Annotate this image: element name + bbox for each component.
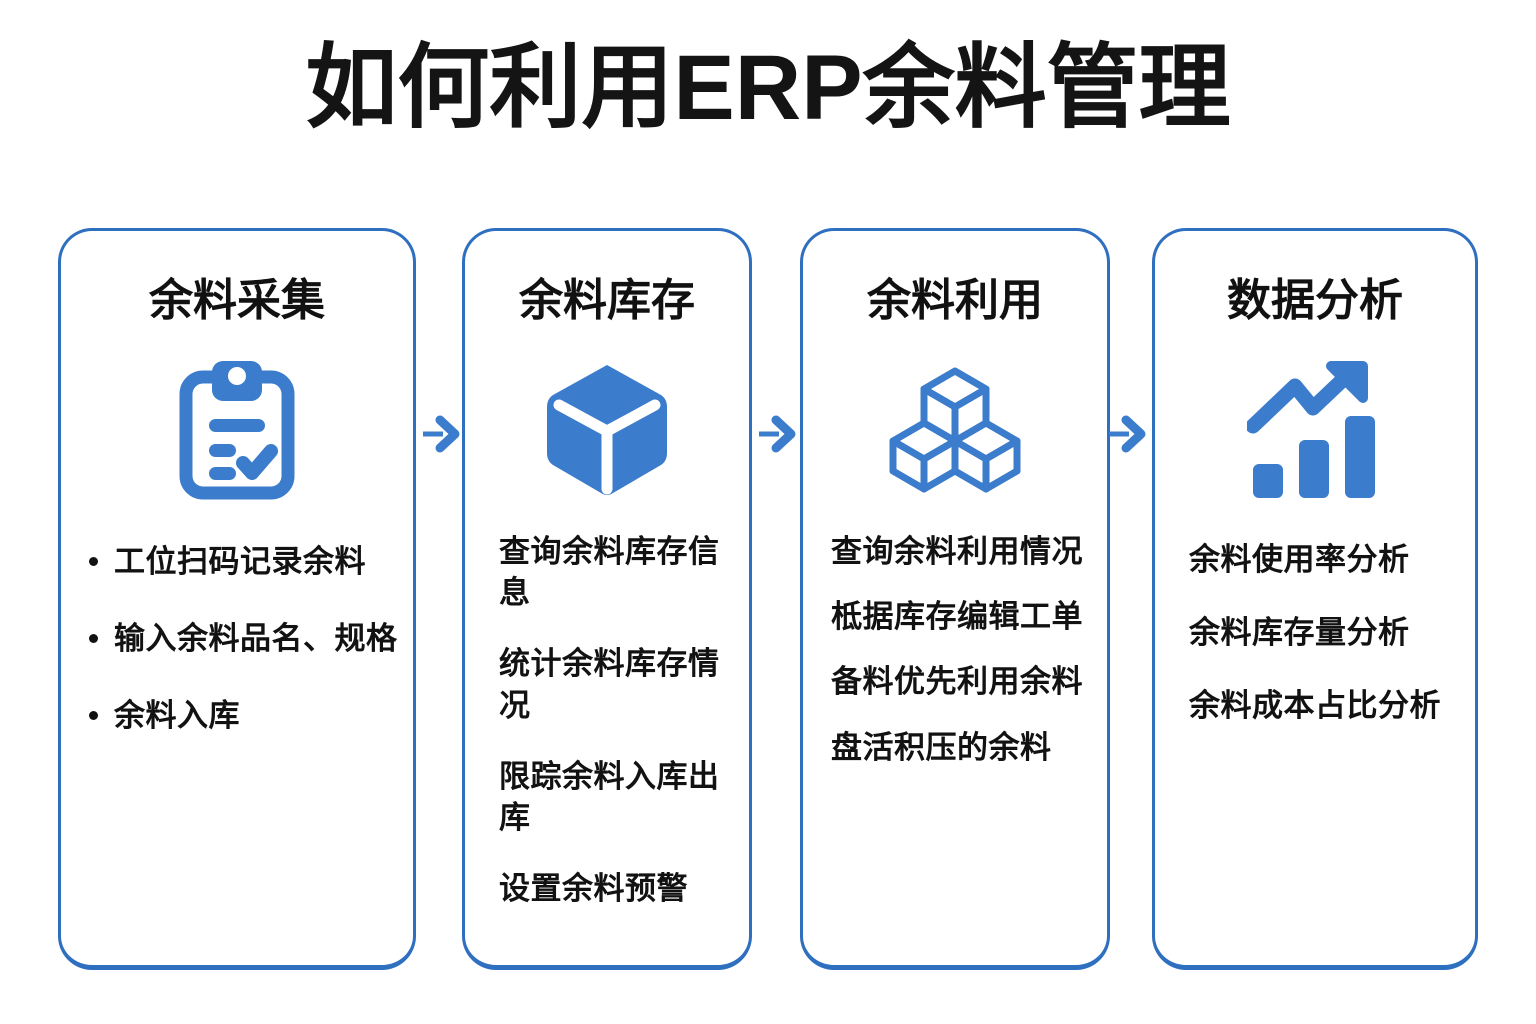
growth-bar-chart-icon <box>1155 359 1475 501</box>
list-item-label: 查询余料利用情况 <box>831 534 1083 569</box>
list-item-label: 备料优先利用余料 <box>831 664 1083 700</box>
flow-card-utilization[interactable]: 余料利用 查询余料利用情况 <box>800 228 1110 970</box>
list-item-label: 柢据库存编辑工单 <box>831 599 1083 635</box>
arrow-right-icon <box>420 406 466 462</box>
flow-card-collection[interactable]: 余料采集 工位扫码记录余料 输入余料品名、规格 <box>58 228 416 970</box>
bullet-dot-icon <box>89 711 98 721</box>
card-bullet-list: 查询余料库存信息 统计余料库存情况 限踪余料入库出库 设置余料预警 <box>465 531 749 940</box>
page-title: 如何利用ERP余料管理 <box>305 37 1231 139</box>
list-item-label: 设置余料预警 <box>499 871 688 907</box>
list-item: 余料库存量分析 <box>1189 612 1465 653</box>
list-item: 设置余料预警 <box>499 868 739 909</box>
list-item: 查询余料库存信息 <box>499 531 739 613</box>
list-item-label: 盘活积压的余料 <box>831 729 1052 765</box>
arrow-right-icon <box>1106 406 1152 462</box>
cube-solid-icon <box>465 359 749 501</box>
list-item-label: 余料成本占比分析 <box>1189 688 1441 724</box>
flow-card-inventory[interactable]: 余料库存 查询余料库存信息 统计余料库存情况 限踪余料入库出库 设置 <box>462 228 752 970</box>
list-item: 盘活积压的余料 <box>831 727 1097 768</box>
list-item: 限踪余料入库出库 <box>499 756 739 838</box>
list-item: 余料使用率分析 <box>1189 539 1465 580</box>
flow-card-analytics[interactable]: 数据分析 余料使用率分析 余料库存量分析 余料成本占比分析 <box>1152 228 1478 970</box>
list-item-label: 余料库存量分析 <box>1189 615 1410 651</box>
card-heading: 数据分析 <box>1227 276 1403 325</box>
list-item-label: 余料入库 <box>114 698 240 734</box>
card-heading: 余料利用 <box>867 276 1043 325</box>
list-item-label: 统计余料库存情况 <box>499 646 720 723</box>
list-item: 查询余料利用情况 <box>831 531 1097 572</box>
card-bullet-list: 余料使用率分析 余料库存量分析 余料成本占比分析 <box>1155 539 1475 759</box>
list-item: 备料优先利用余料 <box>831 661 1097 702</box>
list-item: 余料成本占比分析 <box>1189 685 1465 726</box>
bullet-dot-icon <box>89 557 98 566</box>
card-heading: 余料采集 <box>149 276 325 325</box>
list-item: 统计余料库存情况 <box>499 643 739 725</box>
bullet-dot-icon <box>89 634 98 644</box>
list-item-label: 限踪余料入库出库 <box>499 758 720 836</box>
list-item: 工位扫码记录余料 <box>89 541 399 582</box>
arrow-right-icon <box>756 406 802 462</box>
card-bullet-list: 工位扫码记录余料 输入余料品名、规格 余料入库 <box>61 541 413 773</box>
list-item: 余料入库 <box>89 695 399 736</box>
list-item-label: 输入余料品名、规格 <box>114 621 398 657</box>
clipboard-checklist-icon <box>61 359 413 501</box>
list-item-label: 余料使用率分析 <box>1189 542 1410 577</box>
process-flow: 余料采集 工位扫码记录余料 输入余料品名、规格 <box>58 228 1478 970</box>
card-heading: 余料库存 <box>519 276 695 325</box>
list-item-label: 查询余料库存信息 <box>499 534 720 611</box>
list-item: 柢据库存编辑工单 <box>831 596 1097 637</box>
list-item-label: 工位扫码记录余料 <box>114 544 366 579</box>
card-bullet-list: 查询余料利用情况 柢据库存编辑工单 备料优先利用余料 盘活积压的余料 <box>803 531 1107 792</box>
list-item: 输入余料品名、规格 <box>89 618 399 659</box>
stacked-cubes-icon <box>803 359 1107 501</box>
